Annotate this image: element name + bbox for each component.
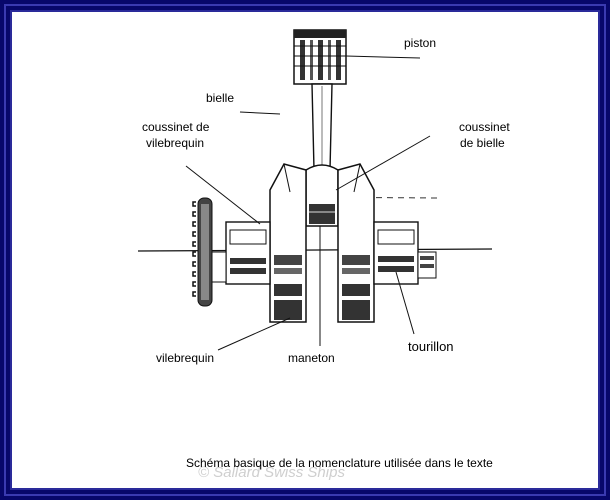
label-vilebrequin: vilebrequin: [156, 351, 214, 365]
leader-lines: [185, 55, 431, 351]
left-journal: [211, 221, 271, 285]
connecting-rod: [305, 83, 339, 227]
label-coussinet-vilebrequin-line1: coussinet de: [142, 120, 210, 134]
flywheel-gear: [192, 197, 213, 307]
crankshaft-axis-line: [137, 248, 493, 252]
right-crank-web: [337, 163, 375, 323]
bielle-leader: [239, 111, 281, 115]
left-crank-web: [269, 163, 307, 323]
coussinet-vilebrequin-leader: [185, 165, 261, 225]
label-coussinet-bielle-line1: coussinet: [459, 120, 510, 134]
label-maneton: maneton: [288, 351, 335, 365]
label-piston: piston: [404, 36, 436, 50]
label-coussinet-bielle-line2: de bielle: [460, 136, 505, 150]
piston: [293, 29, 347, 85]
piston-leader: [345, 55, 421, 59]
coussinet-bielle-leader: [335, 135, 431, 191]
watermark: © Sallard Swiss Ships: [198, 464, 345, 481]
tourillon-leader: [395, 271, 415, 335]
label-coussinet-vilebrequin-line2: vilebrequin: [146, 136, 204, 150]
right-journal: [373, 221, 437, 285]
label-tourillon: tourillon: [408, 339, 454, 354]
vilebrequin-leader: [217, 317, 291, 351]
label-bielle: bielle: [206, 91, 234, 105]
diagram-caption: Schéma basique de la nomenclature utilis…: [186, 456, 493, 470]
